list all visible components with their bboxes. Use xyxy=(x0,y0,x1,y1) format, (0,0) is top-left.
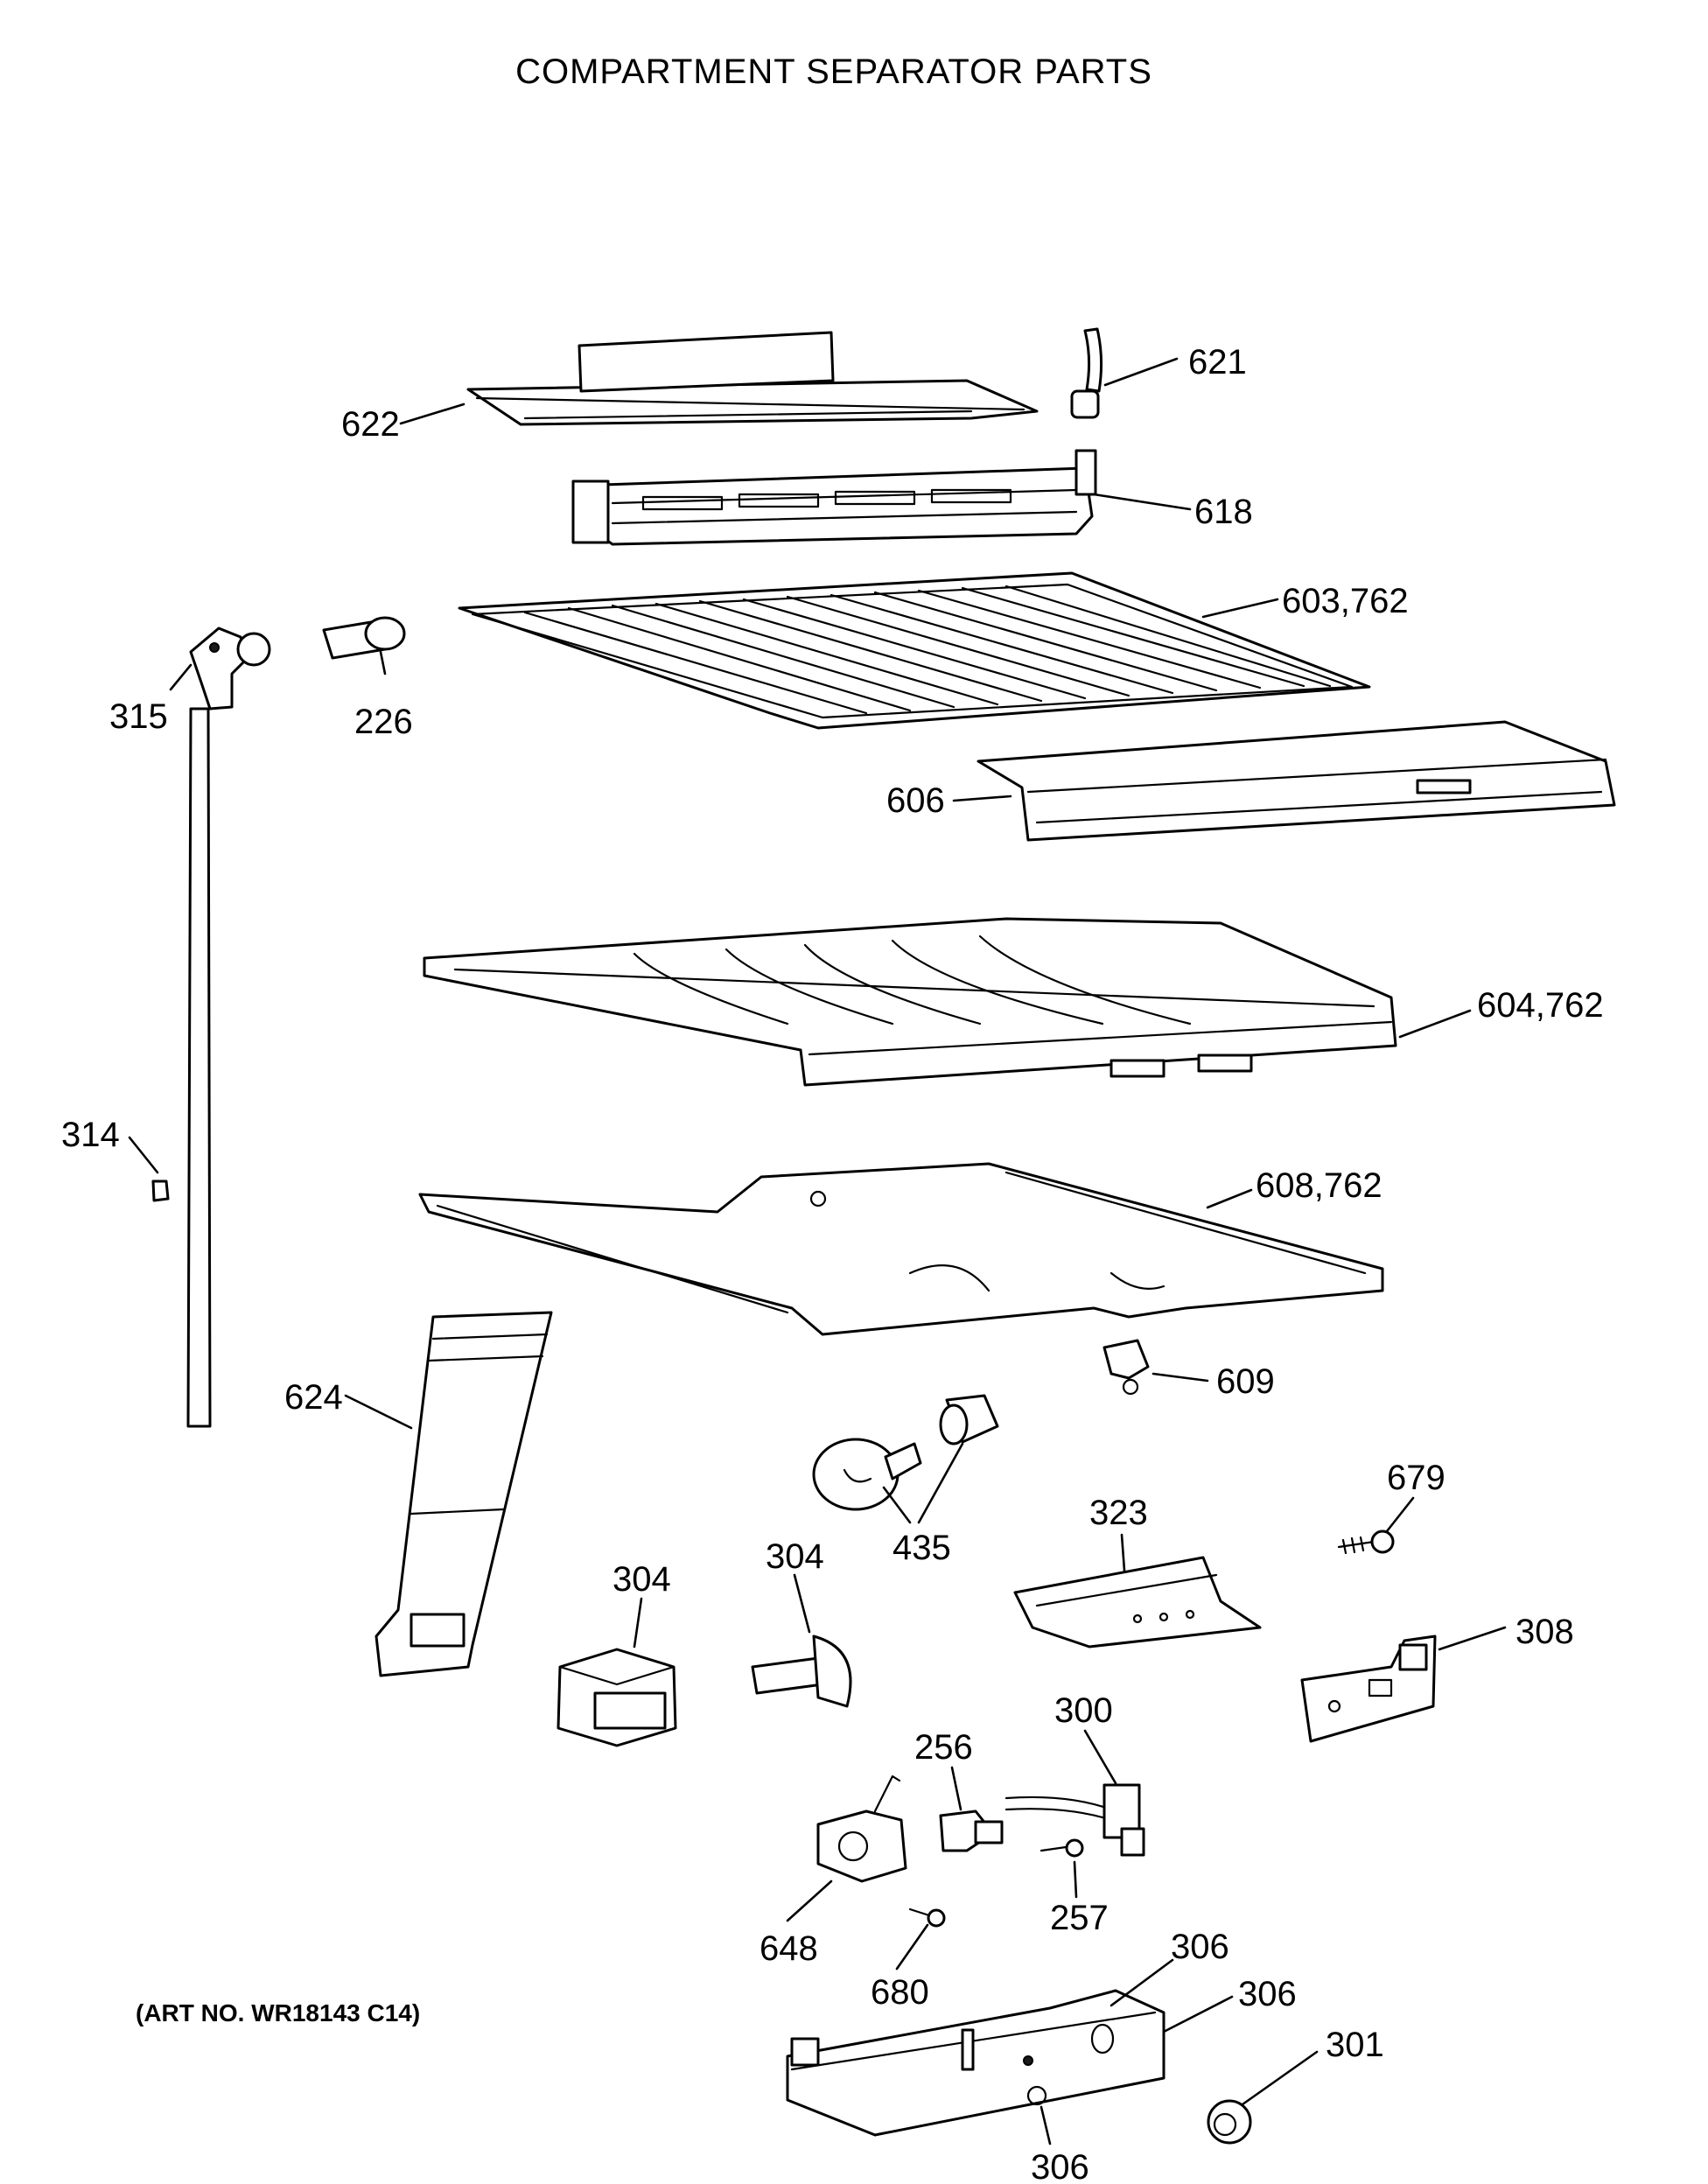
part-226-bushing xyxy=(322,616,406,660)
callout-304-right: 304 xyxy=(766,1537,824,1576)
callout-603-762: 603,762 xyxy=(1282,582,1409,620)
part-301-knob xyxy=(1207,2099,1252,2145)
part-304-housing xyxy=(556,1648,677,1747)
part-648-motor xyxy=(816,1774,907,1883)
part-323-bracket xyxy=(1013,1556,1262,1648)
callout-622: 622 xyxy=(341,405,400,444)
callout-304-left: 304 xyxy=(612,1560,671,1599)
leader-lines xyxy=(128,357,1507,2146)
callout-308: 308 xyxy=(1516,1613,1574,1651)
callout-315: 315 xyxy=(109,697,168,736)
part-621-tube xyxy=(1070,327,1103,419)
part-300-thermostat xyxy=(1004,1783,1145,1857)
callout-314: 314 xyxy=(61,1116,120,1154)
callout-306-mid: 306 xyxy=(1238,1975,1297,2013)
part-257-screw xyxy=(1040,1838,1084,1858)
part-680-screw xyxy=(908,1908,946,1928)
callout-648: 648 xyxy=(760,1929,818,1968)
callout-435: 435 xyxy=(892,1529,951,1567)
part-435-socket xyxy=(939,1394,999,1446)
callout-680: 680 xyxy=(871,1973,929,2012)
callout-323: 323 xyxy=(1089,1494,1148,1532)
callout-257: 257 xyxy=(1050,1899,1109,1937)
callout-301: 301 xyxy=(1326,2026,1384,2064)
callout-679: 679 xyxy=(1387,1459,1446,1497)
diagram-title: COMPARTMENT SEPARATOR PARTS xyxy=(515,52,1152,91)
callout-609: 609 xyxy=(1216,1362,1275,1401)
part-604-pan xyxy=(423,917,1397,1087)
callout-608-762: 608,762 xyxy=(1256,1166,1382,1205)
callout-624: 624 xyxy=(284,1378,343,1417)
callout-300: 300 xyxy=(1054,1691,1113,1730)
part-603-grille-shelf xyxy=(458,571,1371,730)
callout-606: 606 xyxy=(886,781,945,820)
part-306-bracket xyxy=(786,1989,1166,2137)
part-624-trim xyxy=(374,1311,553,1677)
callout-618: 618 xyxy=(1194,493,1253,531)
part-315-hinge xyxy=(189,626,271,710)
callout-306-bottom: 306 xyxy=(1031,2148,1089,2184)
callout-256: 256 xyxy=(914,1728,973,1767)
callout-621: 621 xyxy=(1188,343,1247,382)
part-609-clip xyxy=(1102,1339,1150,1396)
callout-labels: 621 622 618 603,762 315 226 606 604,762 … xyxy=(61,343,1604,2184)
part-435-bulb xyxy=(812,1438,922,1511)
callout-306-top: 306 xyxy=(1171,1928,1229,1966)
part-606-tray xyxy=(976,720,1616,842)
callout-226: 226 xyxy=(354,703,413,741)
callout-604-762: 604,762 xyxy=(1477,986,1604,1025)
art-number: (ART NO. WR18143 C14) xyxy=(136,1999,420,2026)
part-622-cover xyxy=(466,331,1039,426)
part-314-rod xyxy=(151,707,212,1428)
part-608-pan xyxy=(418,1162,1384,1336)
part-256-switch xyxy=(939,1810,1004,1852)
part-618-frame xyxy=(571,449,1097,546)
part-304-knob xyxy=(751,1634,852,1708)
part-679-screw xyxy=(1337,1530,1395,1555)
part-308-plate xyxy=(1300,1634,1437,1743)
